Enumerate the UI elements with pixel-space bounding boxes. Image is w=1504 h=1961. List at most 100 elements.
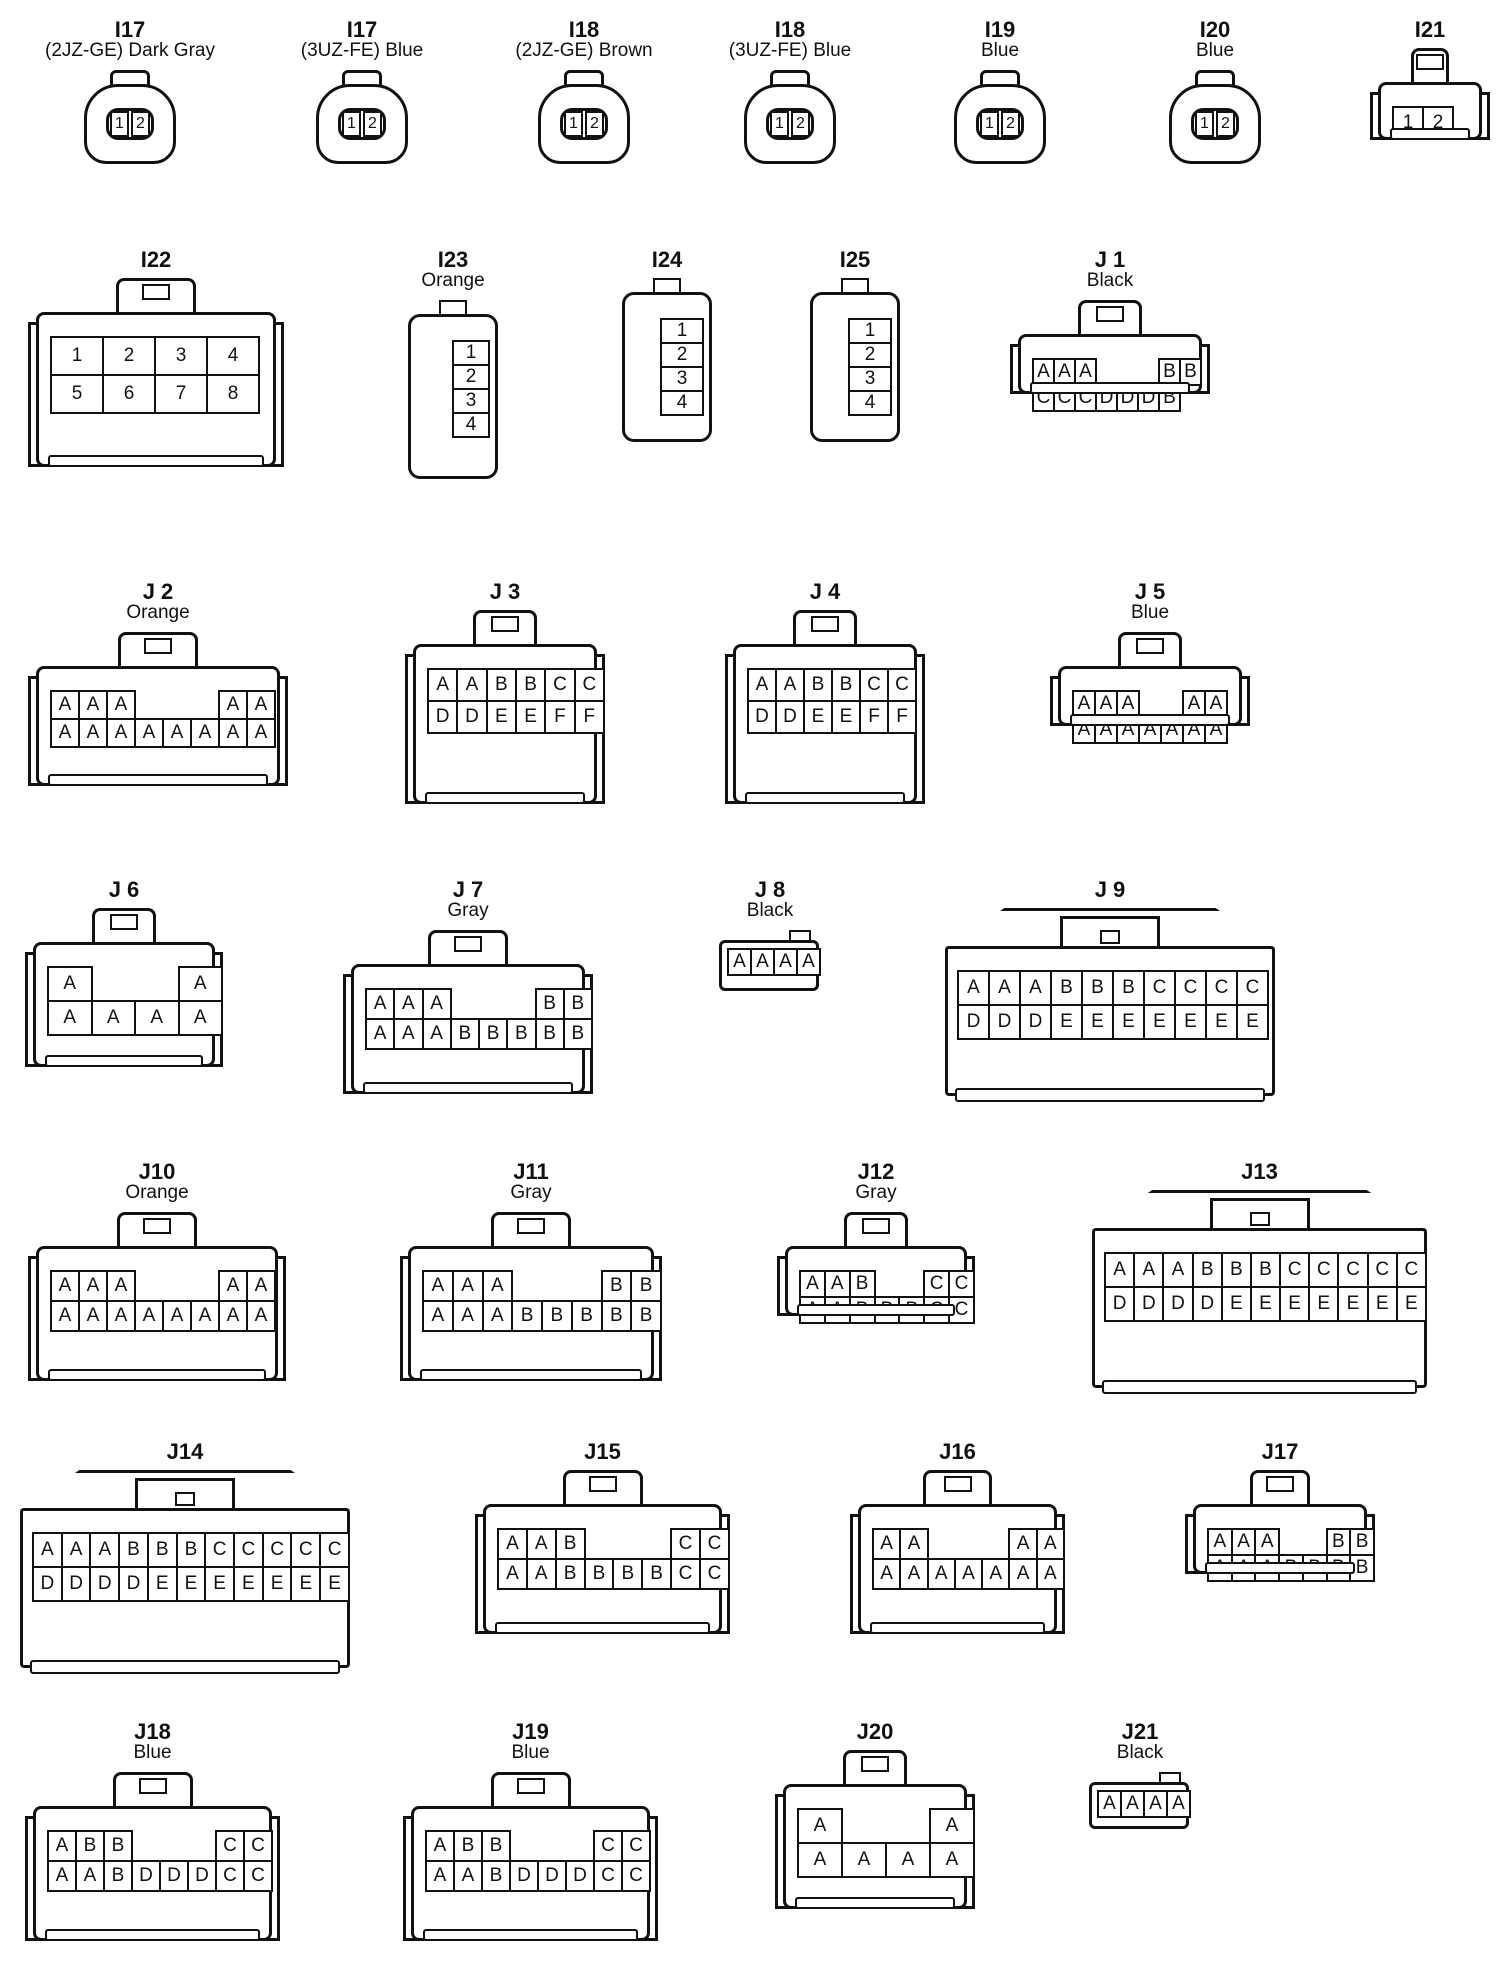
pin-cavity: E xyxy=(1337,1286,1369,1322)
pin-gap xyxy=(451,989,479,1019)
pin-cavity: E xyxy=(1050,1004,1083,1040)
pin-cavity: C xyxy=(1236,970,1269,1006)
connector-latch-tab xyxy=(1249,1212,1270,1226)
pin-cavity: A xyxy=(1116,690,1140,718)
pin-cavity: E xyxy=(204,1566,235,1602)
pin-cavity: A xyxy=(190,718,220,748)
connector-color: Gray xyxy=(510,1182,552,1204)
connector-housing xyxy=(744,84,836,164)
connector-color: Gray xyxy=(447,900,489,922)
pin-cavity: A xyxy=(78,718,108,748)
pin-row: 4 xyxy=(452,412,490,438)
connector-color: Blue xyxy=(980,40,1020,62)
pin-cavity: C xyxy=(204,1532,235,1568)
connector-id: J16 xyxy=(939,1439,976,1464)
pin-cavity: A xyxy=(953,1558,984,1590)
connector-header: J 9 xyxy=(945,878,1275,901)
pin-gap xyxy=(886,1809,930,1843)
pin-cavity: A xyxy=(218,1270,248,1302)
pin-gap xyxy=(160,1831,188,1861)
pin-cavity: A xyxy=(1103,1252,1136,1288)
pin-cavity: B xyxy=(1249,1252,1281,1288)
pin-cavity: E xyxy=(1174,1004,1207,1040)
pin-cavity: A xyxy=(1143,1790,1168,1818)
pin-cavity: C xyxy=(698,1528,731,1560)
pin-cavity: B xyxy=(146,1532,178,1568)
pin-cavity: B xyxy=(803,668,833,702)
pin-gap xyxy=(585,1529,614,1559)
pin-cavity: A xyxy=(929,1842,975,1878)
pin-cavity: A xyxy=(727,948,752,976)
pin-cavity: A xyxy=(796,948,821,976)
connector-header: J15 xyxy=(475,1440,730,1463)
pin-cavity: E xyxy=(146,1566,178,1602)
pin-cavity: 2 xyxy=(102,336,156,376)
pin-cavity: B xyxy=(1081,970,1114,1006)
pin-cavity: A xyxy=(246,1300,276,1332)
pin-cavity: C xyxy=(573,668,606,702)
connector-id: I19 xyxy=(984,17,1016,42)
pin-row: 3 xyxy=(660,366,704,392)
connector-color: (2JZ-GE) Dark Gray xyxy=(45,40,215,62)
connector-header: J 4 xyxy=(725,580,925,603)
pin-cavity: E xyxy=(1236,1004,1269,1040)
pin-cavity: C xyxy=(887,668,917,702)
pin-cavity: C xyxy=(1174,970,1207,1006)
pin-cavity: E xyxy=(261,1566,293,1602)
connector-housing xyxy=(954,84,1046,164)
pin-cavity: C xyxy=(290,1532,322,1568)
pin-cavity: B xyxy=(75,1830,105,1862)
connector-base-rail xyxy=(795,1897,955,1909)
pin-cavity: A xyxy=(422,1300,454,1332)
pin-cavity: A xyxy=(393,1018,424,1050)
pin-cavity: E xyxy=(803,700,833,734)
pin-gap xyxy=(132,1831,160,1861)
pin-cavity: C xyxy=(243,1860,273,1892)
pin-cavity: A xyxy=(78,1300,108,1332)
pin-cavity: A xyxy=(1204,690,1228,718)
pin-cavity: E xyxy=(1395,1286,1428,1322)
pin-cavity: B xyxy=(554,1528,586,1560)
pin-cavity: A xyxy=(899,1558,929,1590)
pin-cavity: C xyxy=(621,1830,651,1862)
pin-cavity: D xyxy=(1133,1286,1165,1322)
pin-cavity: A xyxy=(481,1270,514,1302)
pin-cavity: 2 xyxy=(1001,111,1020,137)
connector-latch-tab xyxy=(861,1756,889,1772)
pin-cavity: B xyxy=(1220,1252,1252,1288)
pin-cavity: A xyxy=(47,1830,77,1862)
pin-cavity: C xyxy=(698,1558,731,1590)
pin-cavity: A xyxy=(106,718,136,748)
pin-cavity: D xyxy=(1191,1286,1223,1322)
pin-cavity: E xyxy=(514,700,547,734)
pin-gap xyxy=(191,691,219,719)
pin-cavity: A xyxy=(525,1528,557,1560)
pin-cavity: 3 xyxy=(660,366,704,392)
pin-cavity: D xyxy=(1019,1004,1052,1040)
connector-id: J 7 xyxy=(452,877,484,902)
pin-cavity: D xyxy=(60,1566,92,1602)
pin-cavity: A xyxy=(1008,1528,1038,1560)
pin-cavity: A xyxy=(456,668,488,702)
pin-gap xyxy=(613,1529,642,1559)
pin-cavity: D xyxy=(1103,1286,1136,1322)
pin-cavity: A xyxy=(871,1528,902,1560)
pin-cavity: C xyxy=(215,1860,245,1892)
